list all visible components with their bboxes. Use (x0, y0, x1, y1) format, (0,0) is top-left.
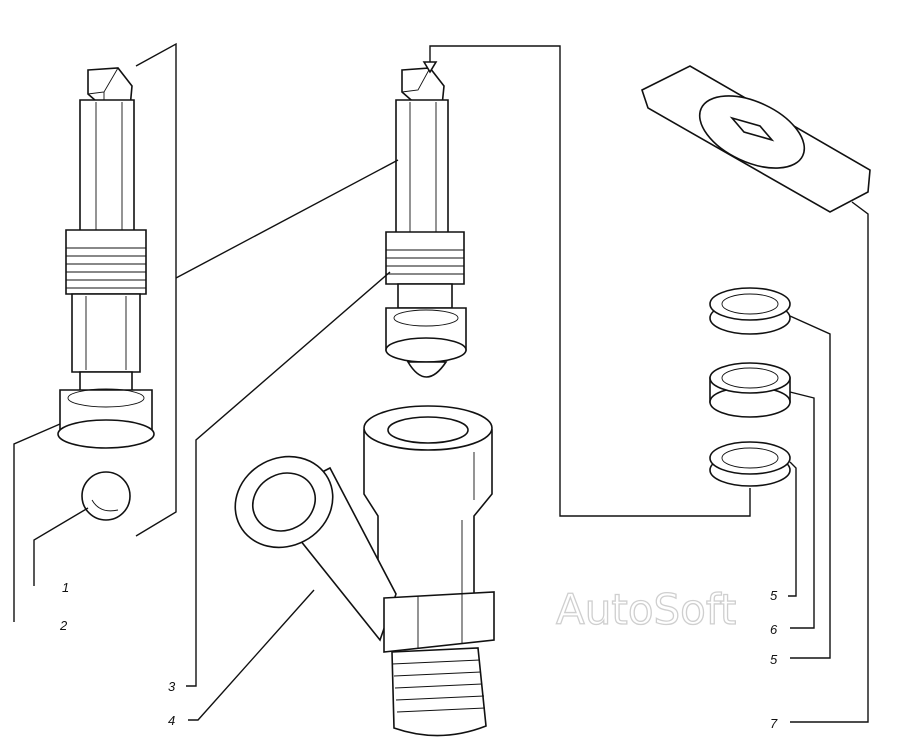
valve-ball (81, 471, 131, 521)
washer-5-bottom (709, 441, 791, 487)
callout-1: 1 (62, 580, 69, 595)
callout-2: 2 (59, 618, 68, 633)
wrench-key (641, 65, 871, 213)
callout-3: 3 (168, 679, 176, 694)
callout-6: 6 (770, 622, 778, 637)
bushing-6 (709, 362, 791, 418)
callout-5-top: 5 (770, 588, 778, 603)
valve-housing (234, 405, 495, 737)
leader-lines (13, 42, 869, 723)
washer-5-top (709, 287, 791, 335)
callout-4: 4 (168, 713, 175, 728)
valve-stem-assembly (57, 67, 155, 449)
callout-7: 7 (770, 716, 778, 731)
callout-5-bottom: 5 (770, 652, 778, 667)
valve-stem (385, 67, 467, 378)
watermark-text: AutoSoft (556, 585, 736, 634)
